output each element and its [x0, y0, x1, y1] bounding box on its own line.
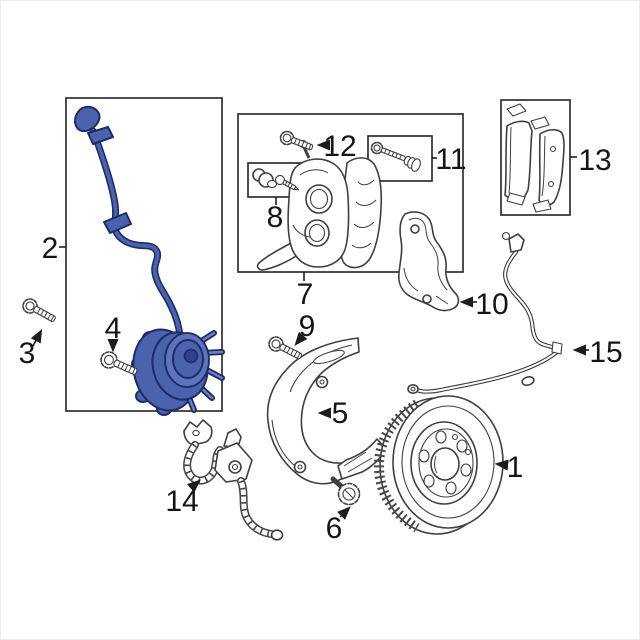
callout-1: 1: [494, 451, 524, 484]
brake-pad-inner: [504, 120, 533, 200]
callout-5: 5: [317, 397, 349, 430]
callout-12: 12: [316, 130, 357, 163]
callout-label-10: 10: [475, 288, 508, 321]
pin-boot-3: [411, 158, 421, 172]
rotor-braking-surface-ring: [401, 405, 495, 519]
caliper-ear: [256, 241, 297, 271]
part-caliper-bracket: [398, 211, 460, 312]
hub-bearing-unit: [131, 328, 225, 416]
part-wheel-speed-sensor-wire: [407, 231, 563, 394]
part-splash-shield: [266, 337, 387, 485]
shield-flap: [337, 438, 387, 480]
part-brake-rotor: [373, 395, 504, 535]
rotor-center-bore: [430, 447, 460, 481]
callout-8: 8: [267, 197, 284, 234]
part-guide-pin-kit: [370, 141, 421, 172]
pad-clip-4: [532, 199, 552, 213]
part-hub-bolt: [22, 298, 56, 323]
shield-slot: [313, 349, 345, 365]
rotor-vane-band: [373, 399, 420, 533]
bleeder-stem: [302, 146, 311, 159]
sensor-tip: [501, 231, 511, 241]
box-hub-assembly: [65, 97, 223, 412]
callout-label-2: 2: [42, 232, 59, 265]
part-caliper-bolt: [279, 130, 314, 151]
callout-13: 13: [570, 144, 612, 177]
sensor-head: [508, 233, 525, 253]
pad-clip-2: [530, 116, 550, 130]
callout-label-5: 5: [332, 397, 349, 430]
callout-label-14: 14: [165, 485, 198, 518]
box-caliper-kit: [237, 113, 464, 273]
callout-9: 9: [294, 310, 316, 346]
callout-arrow-3: [30, 328, 43, 347]
callout-label-9: 9: [299, 310, 316, 343]
callout-arrow-1: [494, 459, 509, 471]
harness-clip-upper: [87, 126, 114, 145]
harness-clip-lower: [103, 212, 132, 234]
callout-label-1: 1: [507, 451, 524, 484]
callout-6: 6: [326, 506, 351, 545]
callout-14: 14: [165, 479, 201, 518]
bolt-head-inner: [271, 339, 281, 349]
bolt-head-inner: [282, 133, 292, 143]
stud-head-inner: [103, 354, 115, 366]
callout-label-12: 12: [323, 130, 356, 163]
callout-15: 15: [572, 336, 623, 369]
callouts: 1 2 3 4 5 6 7 8: [19, 130, 623, 545]
callout-4: 4: [105, 312, 122, 353]
abs-harness-wire: [91, 129, 182, 339]
part-hub-sensor-assembly: [74, 106, 225, 416]
callout-arrow-14: [186, 479, 201, 493]
callout-7: 7: [297, 272, 314, 311]
callout-arrow-9: [294, 331, 308, 346]
part-wheel-stud: [100, 351, 138, 375]
screw-tip: [330, 476, 345, 490]
callout-10: 10: [459, 288, 509, 321]
callout-3: 3: [19, 328, 43, 370]
bolt-head-inner: [25, 301, 35, 311]
callout-2: 2: [42, 232, 66, 265]
pad-clip-3: [506, 192, 526, 206]
callout-label-15: 15: [589, 336, 622, 369]
callout-label-8: 8: [267, 201, 284, 234]
part-brake-caliper: [256, 139, 383, 271]
harness-connector-head: [74, 106, 101, 133]
callout-label-6: 6: [326, 512, 343, 545]
part-bleeder-kit: [252, 168, 300, 191]
part-shield-bolt: [268, 336, 303, 360]
brake-pad-outer: [538, 128, 565, 206]
bolt-shaft: [290, 137, 314, 151]
sensor-wire-clip: [551, 341, 563, 355]
callout-label-13: 13: [578, 144, 611, 177]
bleeder-screw-item: [274, 174, 300, 191]
bracket-hole-upper: [410, 224, 420, 234]
callout-label-7: 7: [297, 278, 314, 311]
callout-11: 11: [432, 143, 467, 176]
pad-clip-1: [506, 103, 527, 117]
hub-studs: [185, 330, 225, 413]
bracket-hole-lower: [422, 294, 432, 304]
hub-center-cap: [183, 348, 199, 364]
part-brake-pad-set: [504, 103, 565, 213]
callout-label-11: 11: [435, 143, 466, 176]
sensor-grommet: [521, 376, 535, 386]
callout-label-4: 4: [105, 312, 122, 345]
hose-end-fitting: [270, 529, 284, 541]
rotor-lug-holes: [418, 430, 472, 495]
callout-label-3: 3: [19, 337, 36, 370]
part-brake-hose: [183, 419, 284, 541]
callout-arrow-6: [337, 506, 351, 520]
part-rotor-screw: [330, 476, 361, 506]
